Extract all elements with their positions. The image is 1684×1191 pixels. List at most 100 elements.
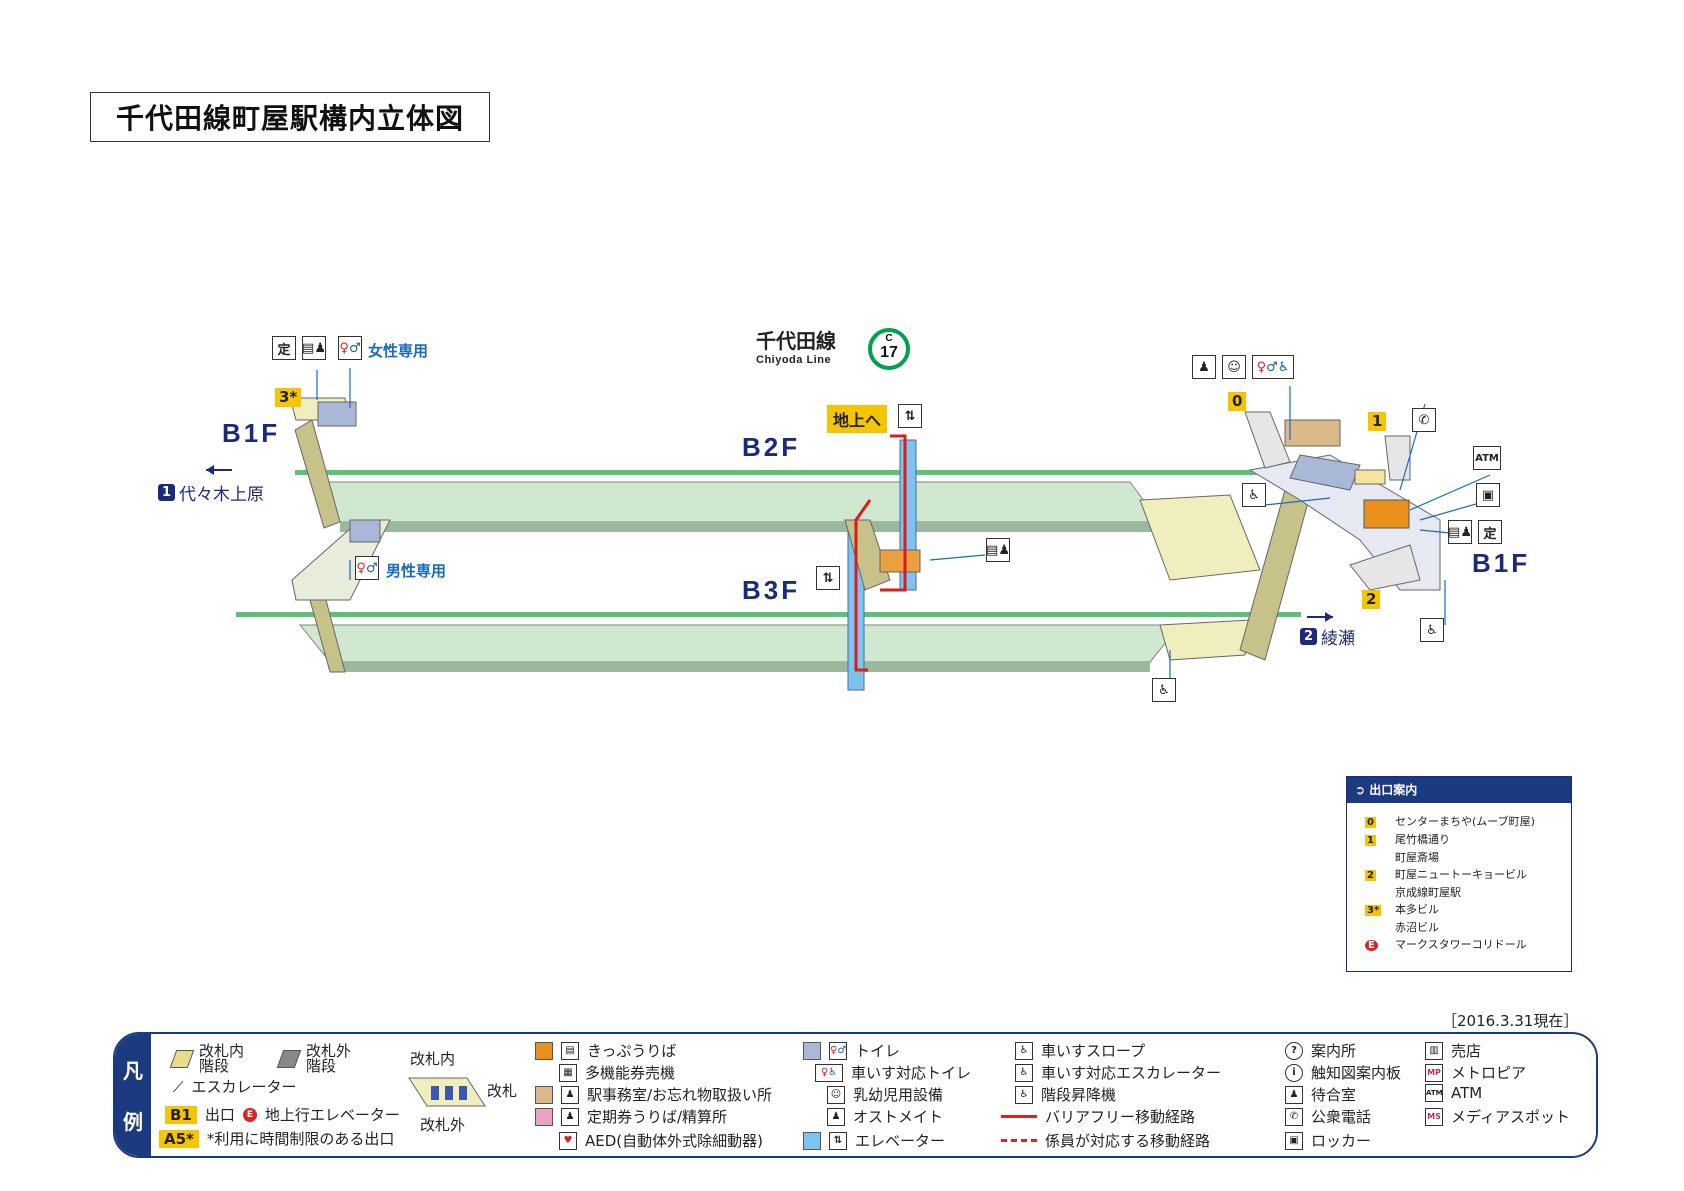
exit-guide-row: 3*本多ビル (1365, 903, 1439, 916)
ticket-machine-legend-icon: ▦ (559, 1063, 577, 1082)
legend-commuter-pass: ♟ 定期券うりば/精算所 (535, 1106, 727, 1127)
atm-icon: ATM (1473, 446, 1501, 470)
legend-ostomate: ♟ オストメイト (827, 1106, 943, 1127)
ostomate-icon: ♟ (1192, 355, 1216, 379)
legend-side-label: 凡 例 (115, 1034, 151, 1156)
info-icon: ? (1285, 1041, 1303, 1060)
legend-gate-outside: 改札外 (420, 1116, 466, 1134)
exit-number-3: 3* (275, 388, 302, 407)
gate-illustration (408, 1077, 486, 1107)
barrier-free-line (1001, 1115, 1037, 1118)
floor-label-b1f-left: B1F (222, 418, 281, 448)
tactile-map-icon: i (1285, 1063, 1303, 1082)
accessible-toilet-icon: ♀♂♿ (1252, 355, 1294, 379)
as-of-date: ［2016.3.31現在］ (1442, 1012, 1579, 1030)
wheelchair-slope-legend-icon: ♿ (1015, 1041, 1033, 1060)
station-office-icon: ▤♟ (302, 336, 326, 360)
baby-icon: ☺ (827, 1085, 845, 1104)
legend-media-spot: MS メディアスポット (1425, 1106, 1570, 1127)
wheelchair-slope-icon: ♿ (1242, 483, 1266, 507)
legend-toilet: ♀♂ トイレ (803, 1040, 900, 1061)
legend-gate: 改札 (487, 1082, 518, 1100)
right-exit-1-stair (1384, 435, 1411, 481)
ticket-sales-icon: ▤ (561, 1041, 579, 1060)
legend-wheelchair-slope: ♿ 車いすスロープ (1015, 1040, 1145, 1061)
legend-barrier-free: バリアフリー移動経路 (1001, 1106, 1195, 1127)
right-exit-2-stair (1349, 544, 1421, 591)
right-lower-passage (1159, 619, 1251, 661)
b3f-platform (298, 624, 1182, 663)
stair-lift-icon: ♿ (1015, 1085, 1033, 1104)
legend-public-phone: ✆ 公衆電話 (1285, 1106, 1371, 1127)
public-phone-legend-icon: ✆ (1285, 1107, 1303, 1126)
station-office-swatch (535, 1085, 553, 1104)
aed-icon: ♥ (559, 1131, 577, 1150)
legend-exit: B1 出口 E 地上行エレベーター (165, 1104, 400, 1125)
right-ticket-counter (1363, 499, 1410, 529)
legend-wheelchair-escalator: ♿ 車いす対応エスカレーター (1015, 1062, 1221, 1083)
legend-escalator: ⟋ エスカレーター (173, 1077, 297, 1097)
legend-elevator: ⇅ エレベーター (803, 1130, 945, 1151)
wheelchair-escalator-icon-b3f: ♿ (1152, 678, 1176, 702)
legend-ticket-sales: ▤ きっぷうりば (535, 1040, 676, 1061)
right-exit-0-stair (1244, 411, 1291, 469)
right-upper-passage (1139, 494, 1261, 581)
media-spot-icon: MS (1425, 1107, 1443, 1126)
legend-accessible-toilet: ♀♿ 車いす対応トイレ (815, 1062, 971, 1083)
commuter-pass-icon: ♟ (561, 1107, 579, 1126)
legend-stairs-in: 改札内 階段 (169, 1044, 244, 1074)
legend-atm: ATM ATM (1425, 1084, 1483, 1102)
wheelchair-escalator-icon: ♿ (1420, 618, 1444, 642)
station-office-icon-b2f: ▤♟ (986, 538, 1010, 562)
exit-guide-header: ➲ 出口案内 (1347, 777, 1571, 803)
b2f-track-line (295, 470, 1260, 475)
elevator-legend-icon: ⇅ (829, 1131, 847, 1150)
floor-label-b1f-right: B1F (1472, 548, 1531, 578)
accessible-toilet-legend-icon: ♀♿ (815, 1063, 843, 1082)
ground-elevator-icon: E (242, 1107, 257, 1122)
exit-number-0: 0 (1228, 392, 1247, 411)
metropia-icon: MP (1425, 1063, 1443, 1082)
stairs-out-swatch (276, 1050, 302, 1068)
locker-legend-icon: ▣ (1285, 1131, 1303, 1150)
legend-info: ? 案内所 (1285, 1040, 1356, 1061)
women-only-label: 女性専用 (368, 342, 429, 360)
ostomate-legend-icon: ♟ (827, 1107, 845, 1126)
atm-legend-icon: ATM (1425, 1084, 1443, 1102)
direction-left: 1 代々木上原 (158, 480, 264, 505)
to-ground-label: 地上へ (827, 405, 888, 433)
staff-route-line (1001, 1139, 1037, 1142)
legend-locker: ▣ ロッカー (1285, 1130, 1371, 1151)
toilet-legend-icon: ♀♂ (829, 1041, 847, 1060)
legend-timed-exit: A5* *利用に時間制限のある出口 (159, 1128, 394, 1149)
waiting-room-icon: ♟ (1285, 1085, 1303, 1104)
floor-label-b2f: B2F (742, 432, 801, 462)
station-office-legend-icon: ♟ (561, 1085, 579, 1104)
line-name: 千代田線 Chiyoda Line (756, 331, 836, 366)
baby-facility-icon: ☺ (1222, 355, 1246, 379)
floor-label-b3f: B3F (742, 575, 801, 605)
line-station-number-badge: C 17 (868, 328, 910, 370)
legend-shop: ▥ 売店 (1425, 1040, 1481, 1061)
direction-right: 2 綾瀬 (1300, 624, 1355, 649)
ticket-sales-swatch (535, 1041, 553, 1060)
legend-panel: 凡 例 改札内 階段 改札外 階段 ⟋ エスカレーター B1 出口 E 地上行エ… (113, 1032, 1598, 1158)
elevator-icon: ⇅ (898, 404, 922, 428)
page-title: 千代田線町屋駅構内立体図 (90, 92, 490, 142)
exit-number-2: 2 (1362, 590, 1381, 609)
legend-waiting-room: ♟ 待合室 (1285, 1084, 1356, 1105)
ticket-machine-icon: 定 (272, 336, 296, 360)
men-toilet-icon: ♀♂ (355, 556, 379, 580)
legend-stair-lift: ♿ 階段昇降機 (1015, 1084, 1116, 1105)
ticket-machine-icon-right: 定 (1478, 520, 1502, 544)
locker-icon: ▣ (1476, 483, 1500, 507)
legend-tactile-map: i 触知図案内板 (1285, 1062, 1401, 1083)
exit-number-1: 1 (1368, 412, 1387, 431)
legend-staff-route: 係員が対応する移動経路 (1001, 1130, 1210, 1151)
legend-ticket-machine: ▦ 多機能券売機 (559, 1062, 675, 1083)
wheelchair-escalator-legend-icon: ♿ (1015, 1063, 1033, 1082)
legend-stairs-out: 改札外 階段 (276, 1044, 351, 1074)
